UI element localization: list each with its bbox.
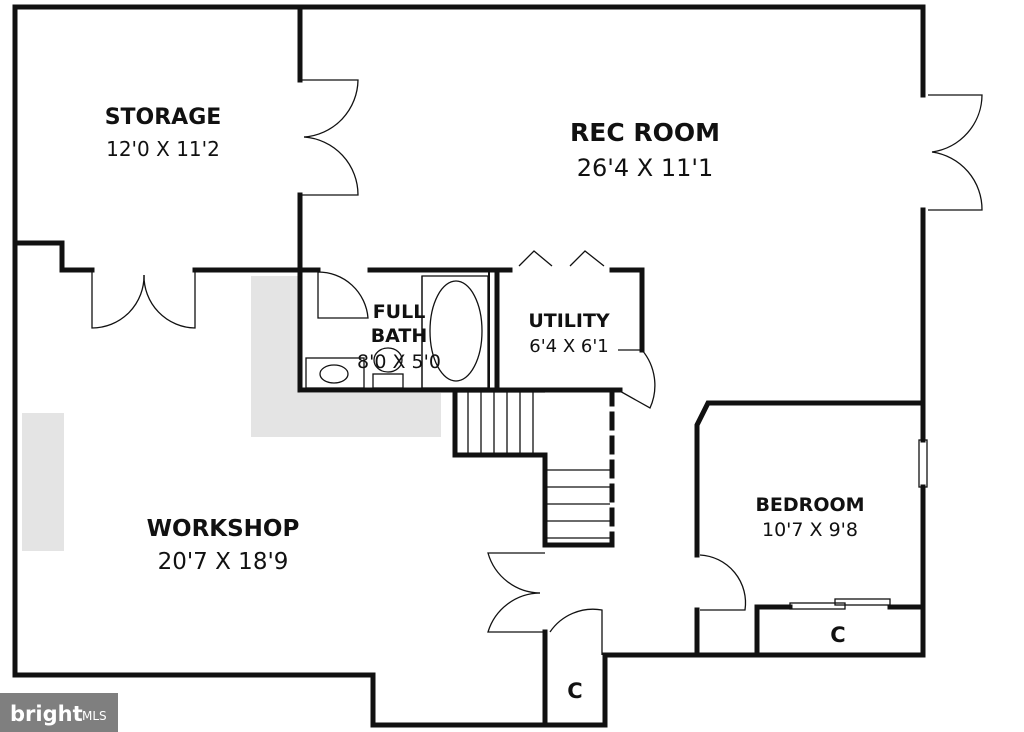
- bright-mls-watermark: bright MLS: [0, 693, 118, 732]
- watermark-background: [0, 693, 118, 732]
- watermark-brand: bright: [10, 702, 83, 726]
- utility-dims: 6'4 X 6'1: [529, 336, 608, 357]
- toilet-icon: [373, 347, 403, 373]
- utility-name: UTILITY: [528, 310, 610, 332]
- room-labels: STORAGE 12'0 X 11'2 REC ROOM 26'4 X 11'1…: [105, 105, 865, 703]
- rec-room-name: REC ROOM: [570, 118, 720, 147]
- bedroom-name: BEDROOM: [755, 494, 864, 516]
- storage-dims: 12'0 X 11'2: [106, 137, 220, 161]
- doors: [91, 79, 983, 655]
- vanity: [305, 357, 365, 389]
- bath-fixtures: [305, 275, 489, 389]
- workshop-dims: 20'7 X 18'9: [158, 549, 289, 575]
- storage-name: STORAGE: [105, 105, 222, 130]
- rec-room-dims: 26'4 X 11'1: [577, 154, 714, 182]
- full-bath-dims: 8'0 X 5'0: [357, 351, 441, 373]
- bedroom-dims: 10'7 X 9'8: [762, 519, 858, 541]
- stairs: [455, 391, 610, 539]
- full-bath-name-line2: BATH: [371, 325, 428, 347]
- toilet-tank: [372, 373, 404, 389]
- tub-basin: [429, 280, 483, 382]
- walls: [12, 4, 926, 728]
- workshop-name: WORKSHOP: [147, 516, 300, 542]
- shade-left: [22, 413, 64, 551]
- closet-bedroom-label: C: [830, 623, 845, 647]
- full-bath-name-line1: FULL: [373, 301, 426, 323]
- sink-icon: [319, 364, 349, 384]
- watermark-suffix: MLS: [82, 709, 107, 723]
- closet-stairs-label: C: [567, 679, 582, 703]
